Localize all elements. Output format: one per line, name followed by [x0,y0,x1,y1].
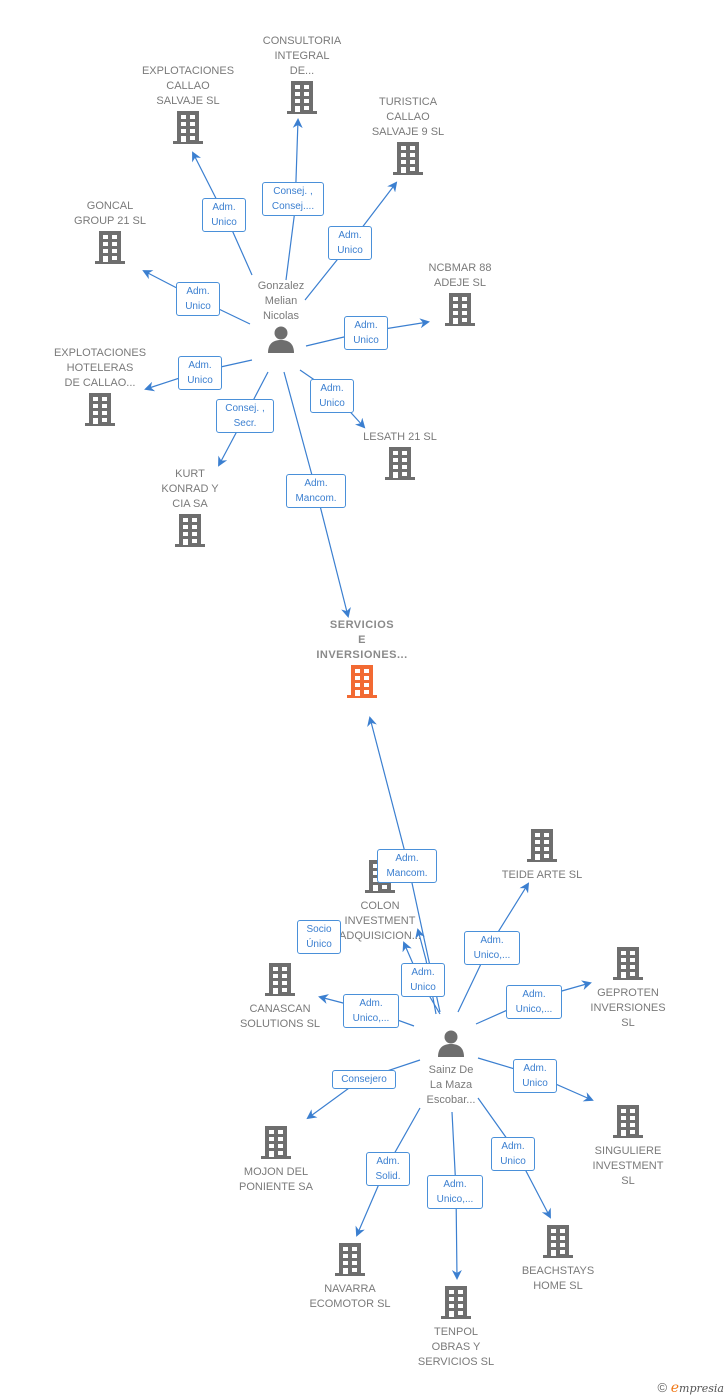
company-name: NCBMAR 88 ADEJE SL [428,262,492,289]
building-icon [85,393,115,426]
company-name: GONCAL GROUP 21 SL [74,200,146,227]
role-label[interactable]: Adm. Unico,... [427,1175,483,1209]
company-name: SINGULIERE INVESTMENT SL [592,1145,664,1187]
company-node[interactable]: CONSULTORIA INTEGRAL DE... [244,34,360,120]
company-name: CONSULTORIA INTEGRAL DE... [262,35,342,77]
company-name: NAVARRA ECOMOTOR SL [309,1283,391,1310]
company-node[interactable]: TEIDE ARTE SL [484,827,600,883]
company-node[interactable]: NCBMAR 88 ADEJE SL [402,261,518,332]
role-label[interactable]: Adm. Unico [202,198,246,232]
person-name: Gonzalez Melian Nicolas [257,280,305,322]
company-name: CANASCAN SOLUTIONS SL [239,1003,321,1030]
company-name: COLON INVESTMENT ADQUISICION... [339,900,421,942]
company-name: MOJON DEL PONIENTE SA [239,1166,313,1193]
footer-brand: © empresia [658,1380,724,1396]
person-icon [438,1030,464,1057]
copyright-symbol: © [657,1380,668,1395]
company-node[interactable]: NAVARRA ECOMOTOR SL [292,1241,408,1312]
building-icon [265,963,295,996]
company-node[interactable]: TENPOL OBRAS Y SERVICIOS SL [398,1284,514,1370]
company-name: BEACHSTAYS HOME SL [521,1265,595,1292]
building-icon [261,1126,291,1159]
company-node[interactable]: BEACHSTAYS HOME SL [500,1223,616,1294]
role-label[interactable]: Adm. Solid. [366,1152,410,1186]
company-name: SERVICIOS E INVERSIONES... [316,619,408,661]
building-icon [173,111,203,144]
role-label[interactable]: Adm. Unico [491,1137,535,1171]
center-company-node[interactable]: SERVICIOS E INVERSIONES... [300,618,424,704]
role-label[interactable]: Adm. Unico [513,1059,557,1093]
role-label[interactable]: Adm. Unico [401,963,445,997]
role-label[interactable]: Adm. Unico [310,379,354,413]
building-icon [445,293,475,326]
company-name: TENPOL OBRAS Y SERVICIOS SL [417,1326,495,1368]
building-icon [527,829,557,862]
company-node[interactable]: LESATH 21 SL [342,430,458,486]
company-name: EXPLOTACIONES HOTELERAS DE CALLAO... [53,347,147,389]
role-label[interactable]: Adm. Unico [176,282,220,316]
relation-edge [306,1059,421,1120]
building-icon [613,947,643,980]
company-name: TURISTICA CALLAO SALVAJE 9 SL [371,96,445,138]
brand-initial: e [670,1380,680,1396]
building-icon [613,1105,643,1138]
role-label[interactable]: Adm. Unico [178,356,222,390]
company-node[interactable]: KURT KONRAD Y CIA SA [132,467,248,553]
company-name: TEIDE ARTE SL [501,869,583,881]
role-label[interactable]: Consej. , Secr. [216,399,274,433]
role-label[interactable]: Socio Único [297,920,341,954]
building-icon [385,447,415,480]
building-icon [287,81,317,114]
person-node[interactable]: Sainz De La Maza Escobar... [406,1028,496,1108]
company-node[interactable]: EXPLOTACIONES CALLAO SALVAJE SL [128,64,248,150]
role-label[interactable]: Adm. Unico,... [506,985,562,1019]
person-name: Sainz De La Maza Escobar... [426,1064,476,1106]
center-building-icon [347,665,377,698]
company-name: GEPROTEN INVERSIONES SL [590,987,666,1029]
role-label[interactable]: Adm. Unico [344,316,388,350]
person-icon [268,326,294,353]
person-node[interactable]: Gonzalez Melian Nicolas [236,279,326,359]
role-label[interactable]: Adm. Mancom. [286,474,346,508]
company-node[interactable]: SINGULIERE INVESTMENT SL [570,1103,686,1189]
company-name: EXPLOTACIONES CALLAO SALVAJE SL [141,65,235,107]
company-node[interactable]: MOJON DEL PONIENTE SA [218,1124,334,1195]
role-label[interactable]: Consej. , Consej.... [262,182,324,216]
role-label[interactable]: Adm. Mancom. [377,849,437,883]
brand-name: mpresia [679,1382,724,1395]
company-node[interactable]: EXPLOTACIONES HOTELERAS DE CALLAO... [40,346,160,432]
building-icon [335,1243,365,1276]
company-node[interactable]: GONCAL GROUP 21 SL [52,199,168,270]
company-node[interactable]: CANASCAN SOLUTIONS SL [222,961,338,1032]
role-label[interactable]: Adm. Unico [328,226,372,260]
building-icon [95,231,125,264]
building-icon [543,1225,573,1258]
role-label[interactable]: Consejero [332,1070,396,1089]
company-node[interactable]: GEPROTEN INVERSIONES SL [570,945,686,1031]
building-icon [175,514,205,547]
building-icon [393,142,423,175]
company-name: KURT KONRAD Y CIA SA [161,468,219,510]
role-label[interactable]: Adm. Unico,... [464,931,520,965]
company-node[interactable]: TURISTICA CALLAO SALVAJE 9 SL [350,95,466,181]
role-label[interactable]: Adm. Unico,... [343,994,399,1028]
company-name: LESATH 21 SL [363,431,437,443]
building-icon [441,1286,471,1319]
